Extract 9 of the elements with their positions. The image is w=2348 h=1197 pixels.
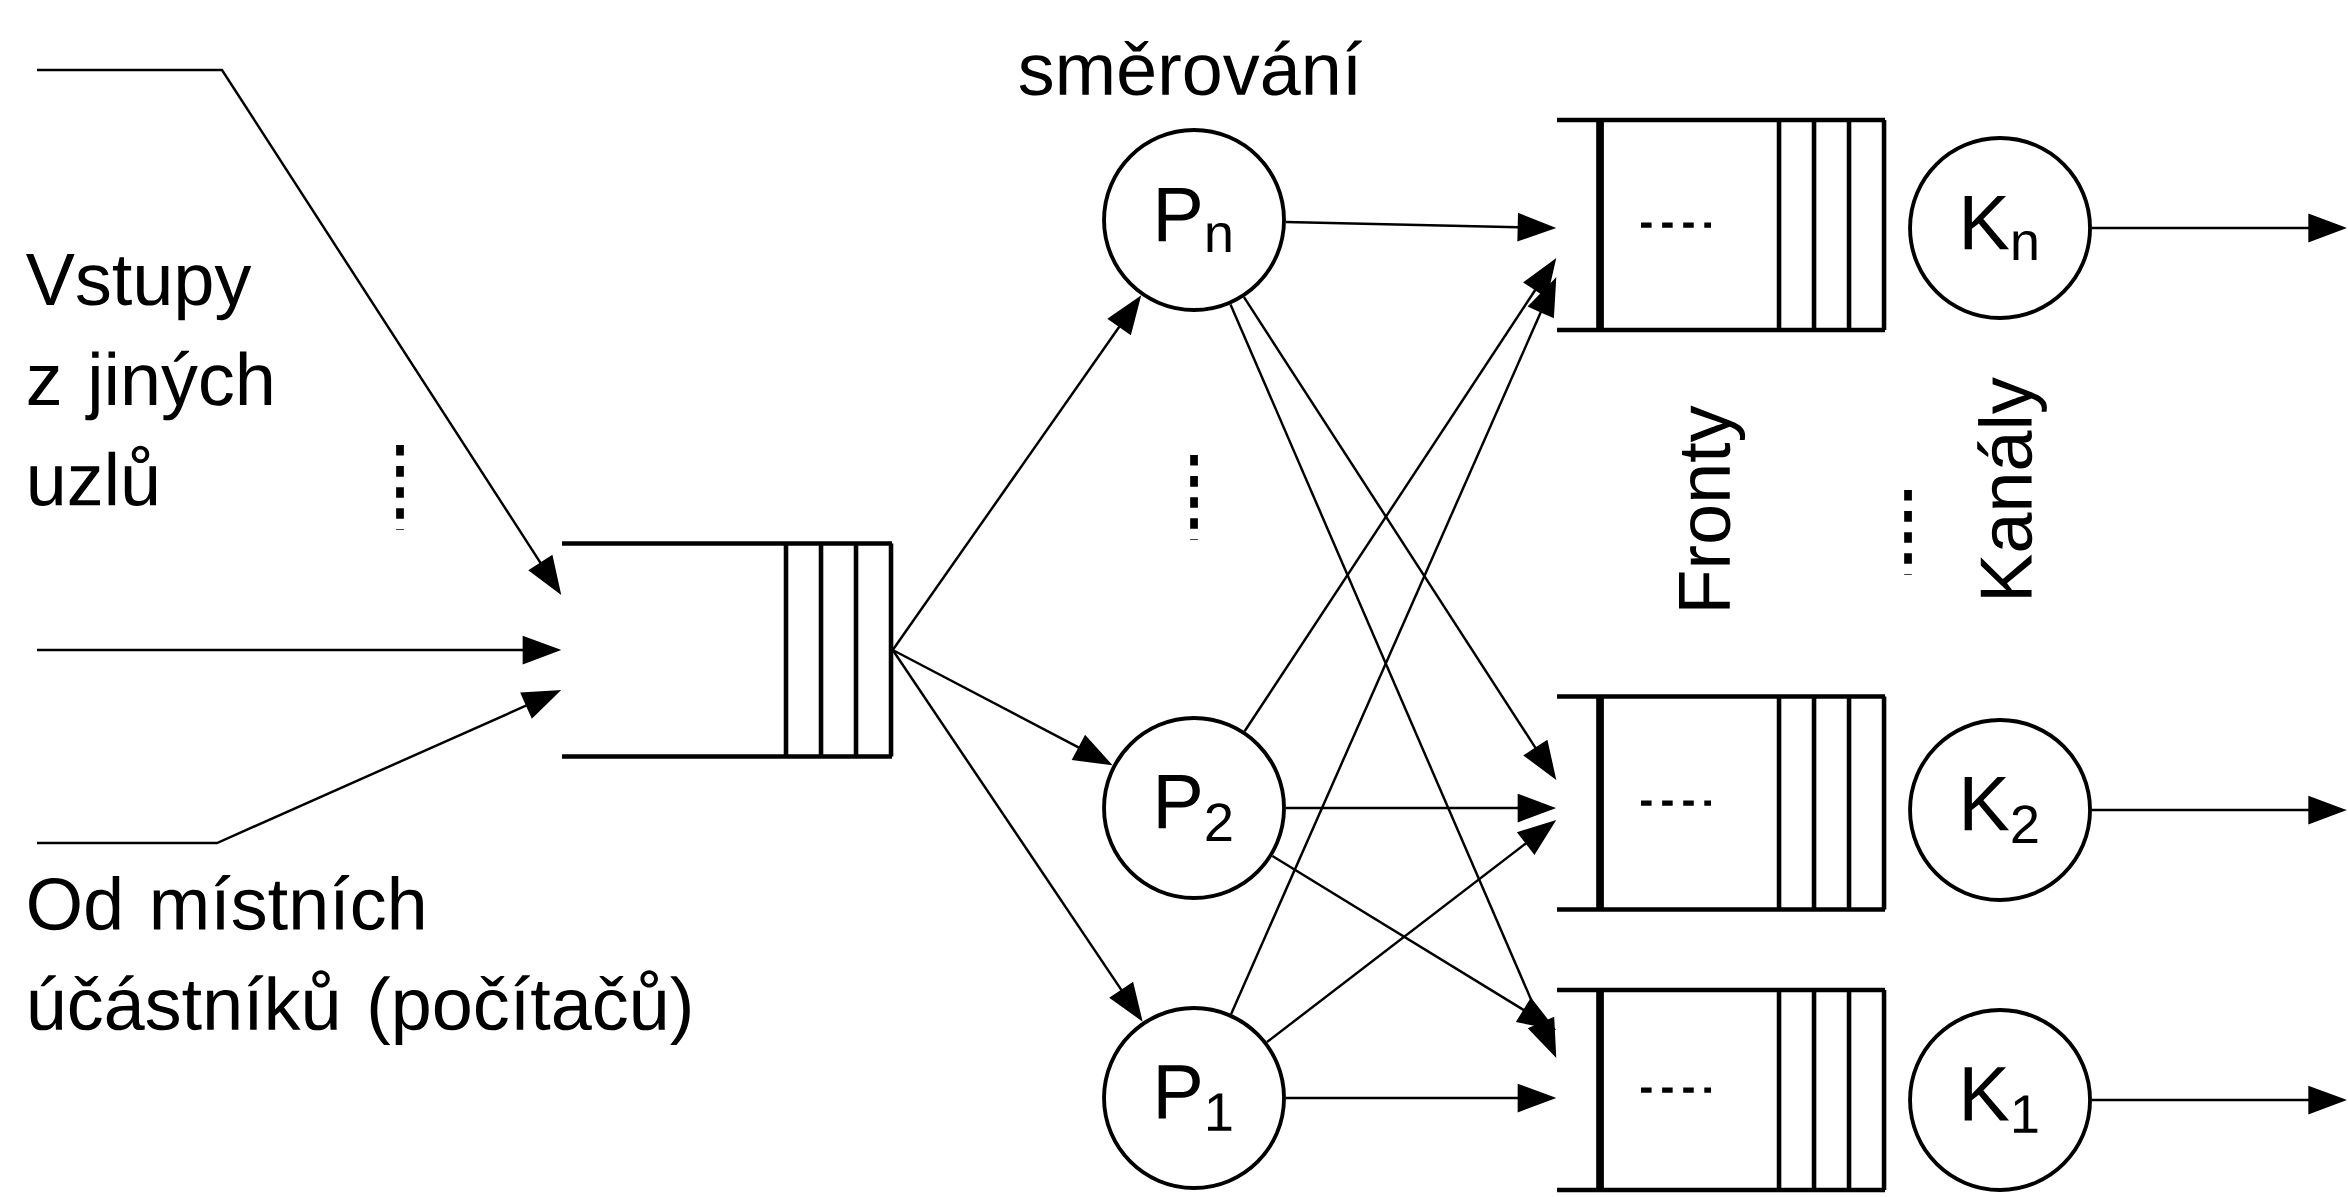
text-label: směrování: [1019, 40, 1362, 96]
queue-box: [562, 541, 894, 759]
text-label: Kanály: [1977, 377, 2047, 597]
text-label: Od místních účástníků (počítačů): [29, 875, 690, 1045]
queue-box: [1557, 694, 1887, 912]
text-label: Vstupy z jiných uzlů: [26, 254, 272, 506]
queue-box: [1557, 117, 1887, 333]
queue-box: [1557, 987, 1887, 1193]
text-label: Fronty: [1679, 405, 1746, 609]
